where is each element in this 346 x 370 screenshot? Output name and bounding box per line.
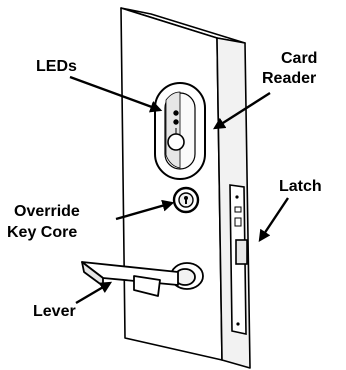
latch-bolt	[235, 239, 248, 265]
leds-arrow	[69, 75, 163, 113]
latch-faceplate	[229, 184, 248, 335]
led-indicator-icon	[173, 119, 179, 125]
lever-handle	[81, 261, 204, 297]
latch-arrow	[258, 197, 289, 242]
card-reader-housing	[154, 82, 206, 180]
card-reader-label-line2: Reader	[262, 70, 316, 87]
card-reader-arrow	[212, 91, 271, 130]
card-reader-recess	[165, 91, 181, 169]
card-reader-label-line1: Card	[281, 50, 317, 67]
override-key-core	[172, 186, 200, 214]
latch-label: Latch	[279, 178, 322, 195]
card-reader-sensor-icon	[167, 133, 185, 151]
lever-arrow	[75, 281, 113, 305]
override-arrow	[115, 199, 175, 221]
lever-tip	[133, 275, 161, 297]
door-front-face	[120, 7, 223, 361]
override-label-line2: Key Core	[7, 224, 77, 241]
led-indicator-icon	[173, 110, 179, 116]
callout-arrows	[69, 75, 289, 305]
override-label-line1: Override	[14, 203, 80, 220]
lever-label: Lever	[33, 303, 76, 320]
leds-label: LEDs	[36, 58, 77, 75]
